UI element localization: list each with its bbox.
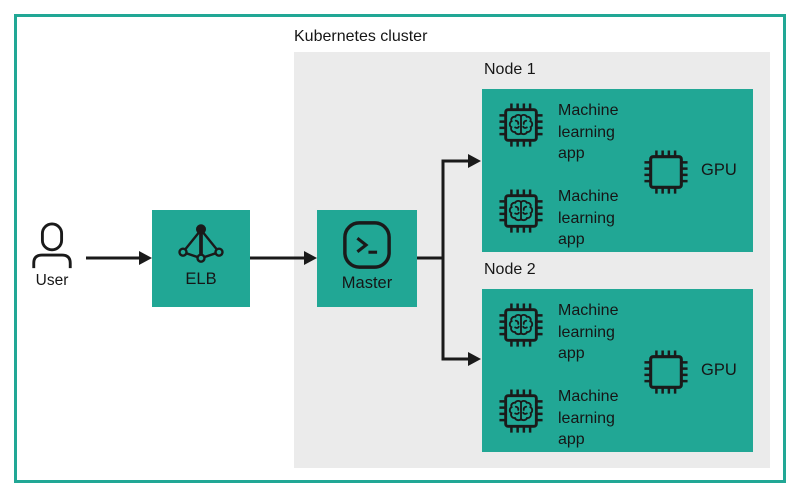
master-label: Master [341,274,393,292]
elb-label: ELB [185,270,217,288]
ml-brain-chip-icon [498,188,544,234]
ml-brain-chip-icon [498,302,544,348]
terminal-icon [343,221,391,269]
gpu-chip-icon [643,149,689,195]
gpu-label: GPU [701,161,737,179]
ml-brain-chip-icon [498,388,544,434]
ml-app-label: Machine learning app [558,188,619,248]
gpu-chip-icon [643,349,689,395]
ml-brain-chip-icon [498,102,544,148]
ml-app-label: Machine learning app [558,388,619,448]
node-1-box: Machine learning app Machine learning ap… [482,89,753,252]
ml-app-label: Machine learning app [558,102,619,162]
user-figure: User [24,222,80,290]
load-balancer-icon [178,224,224,263]
elb-box: ELB [152,210,250,307]
node-1-label: Node 1 [484,61,536,78]
diagram-outer-border [14,14,786,483]
master-box: Master [317,210,417,307]
gpu-label: GPU [701,361,737,379]
user-label: User [35,272,69,289]
node-2-label: Node 2 [484,261,536,278]
node-2-box: Machine learning app Machine learning ap… [482,289,753,452]
kubernetes-cluster-label: Kubernetes cluster [294,28,428,45]
user-icon [32,222,72,269]
ml-app-label: Machine learning app [558,302,619,362]
